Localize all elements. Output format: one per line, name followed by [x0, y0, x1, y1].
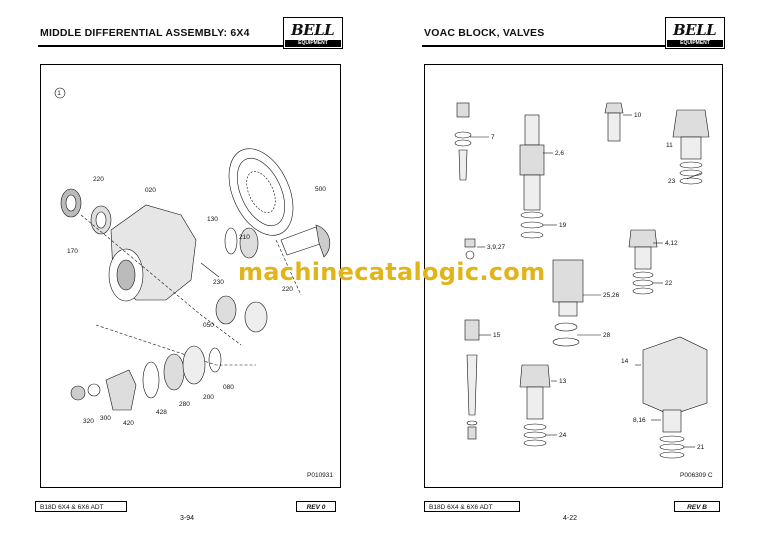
callout-500: 500 [315, 186, 326, 193]
figure-marker-circle [54, 87, 66, 99]
page-number: 4-22 [563, 515, 578, 522]
callout-22: 22 [665, 280, 673, 287]
callout-labels: 1 220 020 500 170 130 210 230 220 050 08… [57, 90, 326, 427]
bearing-050 [215, 295, 237, 325]
crown-gear [228, 148, 294, 236]
callout-210: 210 [239, 234, 250, 241]
callout-28: 28 [603, 332, 611, 339]
sensor-25-26 [552, 259, 584, 303]
figure-frame: 1 220 020 500 170 130 210 230 220 050 08… [40, 64, 341, 488]
callout-8-16: 8,16 [633, 417, 646, 424]
valve-10-cap [604, 102, 624, 114]
logo-sub: EQUIPMENT [285, 40, 341, 47]
seal-080 [208, 347, 222, 373]
callout-300: 300 [100, 415, 111, 422]
figure-reference: P010931 [307, 472, 334, 479]
callout-7: 7 [491, 134, 495, 141]
flange-420 [105, 369, 137, 411]
callout-428: 428 [156, 409, 167, 416]
page-title: VOAC BLOCK, VALVES [424, 27, 545, 39]
differential-exploded-drawing: 1 220 020 500 170 130 210 230 220 050 08… [54, 87, 331, 427]
valve-11-cap [672, 109, 710, 138]
callout-19: 19 [559, 222, 567, 229]
left-page: MIDDLE DIFFERENTIAL ASSEMBLY: 6X4 BELL E… [35, 17, 345, 522]
callout-3-9-27: 3,9,27 [487, 244, 505, 251]
brand-logo: BELL EQUIPMENT [665, 17, 727, 51]
pinion-shaft [280, 226, 324, 256]
bearing-220-right [244, 301, 268, 333]
callout-23: 23 [668, 178, 676, 185]
bearing-200 [182, 345, 206, 385]
header-rule [38, 45, 283, 47]
logo-sub: EQUIPMENT [667, 40, 723, 47]
callout-13: 13 [559, 378, 567, 385]
callout-15: 15 [493, 332, 501, 339]
figure-frame: 7 10 2,6 11 23 19 4,12 3,9,27 22 25,26 2… [424, 64, 723, 488]
footer-revision: REV B [674, 501, 720, 512]
valve-7-cap [456, 102, 470, 118]
callout-080: 080 [223, 384, 234, 391]
callout-4-12: 4,12 [665, 240, 678, 247]
callout-130: 130 [207, 216, 218, 223]
footer-model: B18D 6X4 & 6X6 ADT [35, 501, 127, 512]
callout-10: 10 [634, 112, 642, 119]
shim-130 [224, 227, 238, 255]
callout-24: 24 [559, 432, 567, 439]
valve-4-12-cap [628, 229, 658, 248]
callout-320: 320 [83, 418, 94, 425]
callout-14: 14 [621, 358, 629, 365]
cartridge-2-6-top [524, 114, 540, 146]
callout-280: 280 [179, 401, 190, 408]
nut-320 [70, 385, 86, 401]
callout-220b: 220 [282, 286, 293, 293]
callout-21: 21 [697, 444, 705, 451]
washer-300 [87, 383, 101, 397]
header-rule [422, 45, 665, 47]
valve-13-cap [519, 364, 551, 388]
solenoid-14 [642, 336, 708, 416]
callout-230: 230 [213, 279, 224, 286]
plug-3-9-27 [464, 238, 476, 248]
watermark: machinecatalogic.com [238, 258, 546, 286]
callout-200: 200 [203, 394, 214, 401]
valve-7-spring [458, 149, 468, 181]
callout-11: 11 [666, 142, 673, 149]
right-page: VOAC BLOCK, VALVES BELL EQUIPMENT [384, 0, 768, 543]
callout-25-26: 25,26 [603, 292, 620, 299]
figure-marker-text: 1 [57, 90, 61, 97]
ring-428 [142, 361, 160, 399]
footer-revision: REV 0 [296, 501, 336, 512]
footer-model: B18D 6X4 & 6X6 ADT [424, 501, 520, 512]
bearing-210 [239, 227, 259, 259]
figure-reference: P006309 C [680, 472, 713, 479]
pin-230 [200, 262, 220, 278]
valve-15-head [464, 319, 480, 341]
callout-labels: 7 10 2,6 11 23 19 4,12 3,9,27 22 25,26 2… [487, 112, 705, 451]
callout-020: 020 [145, 187, 156, 194]
callout-2-6: 2,6 [555, 150, 564, 157]
logo-brand: BELL [673, 21, 717, 39]
callout-050: 050 [203, 322, 214, 329]
callout-420: 420 [123, 420, 134, 427]
page-number: 3-94 [180, 515, 195, 522]
valves-exploded-drawing: 7 10 2,6 11 23 19 4,12 3,9,27 22 25,26 2… [454, 102, 710, 459]
callout-220a: 220 [93, 176, 104, 183]
bearing-280 [163, 353, 185, 391]
logo-brand: BELL [291, 21, 335, 39]
page-title: MIDDLE DIFFERENTIAL ASSEMBLY: 6X4 [40, 27, 250, 39]
callout-170: 170 [67, 248, 78, 255]
brand-logo: BELL EQUIPMENT [283, 17, 345, 51]
